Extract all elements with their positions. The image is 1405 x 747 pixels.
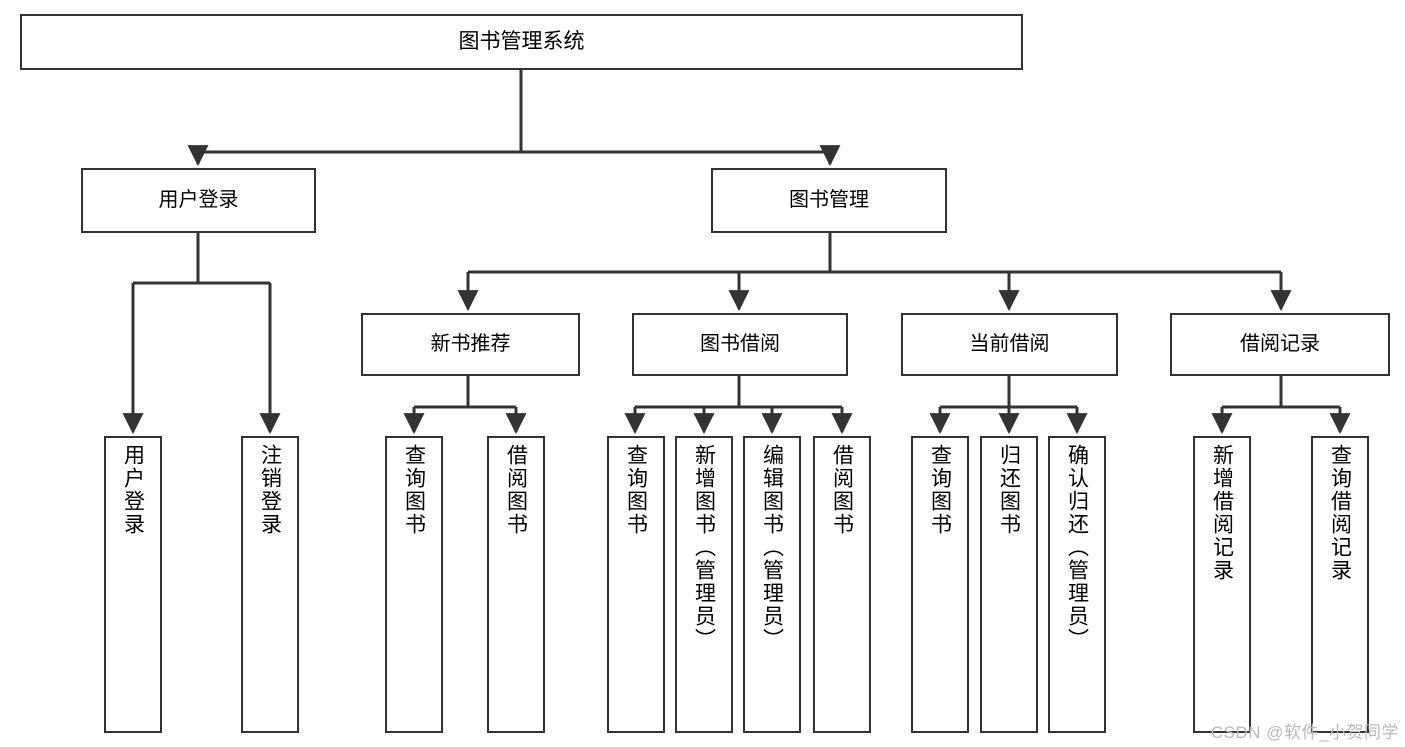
leaf-label: 借阅图书 [830, 444, 854, 536]
leaf-borrow-add-book-admin[interactable]: 新增图书（管理员） [675, 436, 733, 733]
leaf-label: 查询图书 [928, 444, 952, 536]
leaf-new-book-query-book[interactable]: 查询图书 [385, 436, 443, 733]
leaf-label: 查询图书 [402, 444, 426, 536]
leaf-borrow-edit-book-admin[interactable]: 编辑图书（管理员） [743, 436, 801, 733]
leaf-label: 用户登录 [121, 444, 145, 536]
leaf-current-confirm-return-admin[interactable]: 确认归还（管理员） [1048, 436, 1106, 733]
node-user-login[interactable]: 用户登录 [81, 168, 316, 233]
node-new-book-recommend-label: 新书推荐 [430, 333, 511, 356]
leaf-label: 借阅图书 [504, 444, 528, 536]
node-borrow-record-label: 借阅记录 [1240, 333, 1320, 356]
leaf-label: 编辑图书（管理员） [760, 444, 784, 651]
node-book-borrow-label: 图书借阅 [700, 333, 780, 356]
node-new-book-recommend[interactable]: 新书推荐 [361, 313, 580, 376]
node-borrow-record[interactable]: 借阅记录 [1170, 313, 1390, 376]
leaf-user-login-logout[interactable]: 注销登录 [241, 436, 299, 733]
node-book-management-label: 图书管理 [789, 189, 869, 212]
leaf-new-book-borrow-book[interactable]: 借阅图书 [487, 436, 545, 733]
leaf-label: 新增图书（管理员） [692, 444, 716, 651]
leaf-record-add-borrow-record[interactable]: 新增借阅记录 [1193, 436, 1251, 733]
leaf-label: 查询借阅记录 [1328, 444, 1352, 582]
leaf-label: 归还图书 [997, 444, 1021, 536]
node-current-borrow-label: 当前借阅 [969, 333, 1050, 356]
leaf-label: 注销登录 [258, 444, 282, 536]
node-book-borrow[interactable]: 图书借阅 [632, 313, 848, 376]
node-current-borrow[interactable]: 当前借阅 [901, 313, 1118, 376]
leaf-label: 查询图书 [624, 444, 648, 536]
csdn-watermark: CSDN @软件_小贺同学 [1210, 723, 1399, 742]
leaf-record-query-borrow-record[interactable]: 查询借阅记录 [1311, 436, 1369, 733]
node-root-label: 图书管理系统 [458, 30, 585, 54]
leaf-borrow-query-book[interactable]: 查询图书 [607, 436, 665, 733]
leaf-borrow-borrow-book[interactable]: 借阅图书 [813, 436, 871, 733]
leaf-label: 确认归还（管理员） [1065, 444, 1089, 651]
leaf-current-query-book[interactable]: 查询图书 [911, 436, 969, 733]
leaf-label: 新增借阅记录 [1210, 444, 1234, 582]
node-book-management[interactable]: 图书管理 [711, 168, 947, 233]
leaf-user-login-login[interactable]: 用户登录 [104, 436, 162, 733]
leaf-current-return-book[interactable]: 归还图书 [980, 436, 1038, 733]
node-user-login-label: 用户登录 [158, 189, 239, 212]
node-root-book-management-system[interactable]: 图书管理系统 [20, 14, 1023, 70]
